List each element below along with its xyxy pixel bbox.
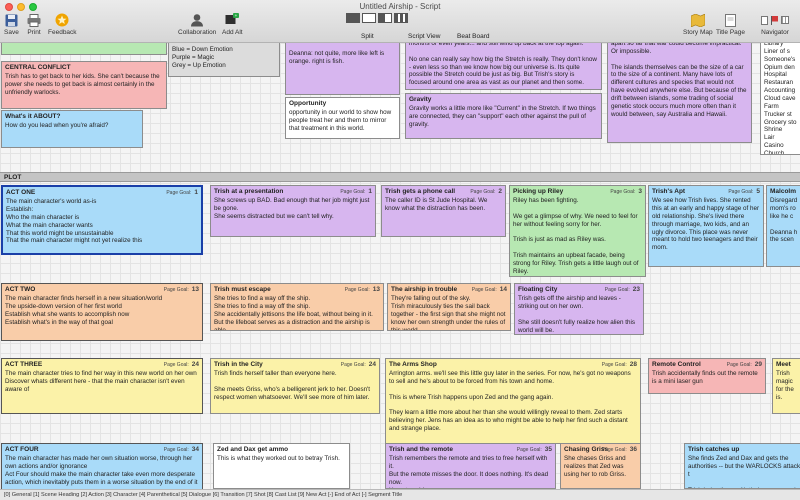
scene-card[interactable]: Trish and the remote Page Goal:35 Trish … xyxy=(385,443,556,489)
person-icon xyxy=(190,13,204,27)
split-view-icon[interactable] xyxy=(346,13,360,23)
minimize-window-button[interactable] xyxy=(17,3,25,11)
page-goal: Page Goal:34 xyxy=(163,446,199,453)
page-goal: Page Goal:5 xyxy=(728,188,760,195)
act-card-one[interactable]: ACT ONE Page Goal:1 The main character's… xyxy=(1,185,203,255)
window-title: Untitled Airship - Script xyxy=(359,2,441,11)
grid-icon xyxy=(781,16,789,24)
page-goal: Page Goal:2 xyxy=(470,188,502,195)
beat-board-canvas[interactable]: Blue = Down Emotion Purple = Magic Grey … xyxy=(0,43,800,489)
islands-card[interactable]: apart so far that war could become impra… xyxy=(607,43,752,143)
navigator-button[interactable]: Navigator xyxy=(755,13,795,36)
side-by-side-icon[interactable] xyxy=(378,13,392,23)
star-badge-icon xyxy=(55,13,69,27)
scene-card[interactable]: Malcolm Disregard mom's ro like he c Dea… xyxy=(766,185,800,267)
scene-card[interactable]: Trish gets a phone call Page Goal:2 The … xyxy=(381,185,506,237)
page-goal: Page Goal:1 xyxy=(166,189,198,196)
page-goal: Page Goal:36 xyxy=(601,446,637,453)
zoom-window-button[interactable] xyxy=(29,3,37,11)
script-view-icon[interactable] xyxy=(362,13,376,23)
places-list-card[interactable]: Library Liner of s Someone's Opium den H… xyxy=(760,43,800,155)
note-card-green[interactable] xyxy=(1,43,167,55)
navigator-icons xyxy=(755,13,795,27)
collaboration-button[interactable]: Collaboration xyxy=(178,13,216,36)
scene-card[interactable]: Remote Control Page Goal:29 Trish accide… xyxy=(648,358,766,394)
scene-card[interactable]: The Arms Shop Page Goal:28 Arrington arm… xyxy=(385,358,641,444)
scene-card[interactable]: Picking up Riley Page Goal:3 Riley has b… xyxy=(509,185,646,277)
act-card-four[interactable]: ACT FOUR Page Goal:34 The main character… xyxy=(1,443,203,489)
page-icon xyxy=(761,15,768,25)
act-card-two[interactable]: ACT TWO Page Goal:13 The main character … xyxy=(1,283,203,341)
scene-card[interactable]: Floating City Page Goal:23 Trish gets of… xyxy=(514,283,644,335)
central-conflict-card[interactable]: CENTRAL CONFLICT Trish has to get back t… xyxy=(1,61,167,109)
view-segmented-control xyxy=(346,13,408,23)
beat-board-view-icon[interactable] xyxy=(394,13,408,23)
print-button[interactable]: Print xyxy=(27,13,41,36)
scene-card[interactable]: Trish catches up She finds Zed and Dax a… xyxy=(684,443,800,489)
page-goal: Page Goal:24 xyxy=(340,361,376,368)
page-goal: Page Goal:23 xyxy=(604,286,640,293)
svg-text:+: + xyxy=(235,13,238,18)
split-label[interactable]: Split xyxy=(361,33,374,40)
page-goal: Page Goal:3 xyxy=(610,188,642,195)
add-alt-button[interactable]: + Add Alt xyxy=(222,13,243,36)
act-card-three[interactable]: ACT THREE Page Goal:24 The main characte… xyxy=(1,358,203,414)
beat-board-label[interactable]: Beat Board xyxy=(457,33,490,40)
document-icon xyxy=(724,13,738,27)
gravity-card[interactable]: Gravity Gravity works a little more like… xyxy=(405,93,602,139)
story-map-button[interactable]: Story Map xyxy=(683,13,713,36)
scene-card[interactable]: Trish in the City Page Goal:24 Trish fin… xyxy=(210,358,380,414)
save-button[interactable]: Save xyxy=(4,13,19,36)
floppy-disk-icon xyxy=(4,13,18,27)
scene-card[interactable]: Trish must escape Page Goal:13 She tries… xyxy=(210,283,384,331)
add-alt-icon: + xyxy=(225,13,240,27)
deanna-note-card[interactable]: Deanna: not quite, more like left is ora… xyxy=(285,43,400,95)
window-controls xyxy=(5,3,37,11)
page-goal: Page Goal:29 xyxy=(726,361,762,368)
map-icon xyxy=(690,13,705,27)
script-view-label[interactable]: Script View xyxy=(408,33,441,40)
page-goal: Page Goal:24 xyxy=(163,361,199,368)
close-window-button[interactable] xyxy=(5,3,13,11)
page-goal: Page Goal:35 xyxy=(516,446,552,453)
page-goal: Page Goal:14 xyxy=(471,286,507,293)
scene-card[interactable]: The airship in trouble Page Goal:14 They… xyxy=(387,283,511,331)
printer-icon xyxy=(27,13,41,27)
whats-it-about-card[interactable]: What's it ABOUT? How do you lead when yo… xyxy=(1,110,143,148)
element-shortcuts-bar: [0] General [1] Scene Heading [2] Action… xyxy=(0,489,800,500)
scene-card[interactable]: Trish at a presentation Page Goal:1 She … xyxy=(210,185,376,237)
feedback-button[interactable]: Feedback xyxy=(48,13,77,36)
flag-icon xyxy=(771,15,778,25)
legend-card[interactable]: Blue = Down Emotion Purple = Magic Grey … xyxy=(168,43,280,77)
stretch-card[interactable]: months or even years... and still wind u… xyxy=(405,43,602,90)
page-goal: Page Goal:13 xyxy=(163,286,199,293)
title-page-button[interactable]: Title Page xyxy=(716,13,745,36)
page-goal: Page Goal:28 xyxy=(601,361,637,368)
scene-card[interactable]: Zed and Dax get ammo This is what they w… xyxy=(213,443,350,489)
window-toolbar: Untitled Airship - Script Save Print Fee… xyxy=(0,0,800,43)
scene-card[interactable]: Meet Trish magic for the is. xyxy=(772,358,800,414)
scene-card[interactable]: Trish's Apt Page Goal:5 We see how Trish… xyxy=(648,185,764,267)
page-goal: Page Goal:13 xyxy=(344,286,380,293)
opportunity-card[interactable]: Opportunity opportunity in our world to … xyxy=(285,97,400,139)
page-goal: Page Goal:1 xyxy=(340,188,372,195)
scene-card[interactable]: Chasing Griss Page Goal:36 She chases Gr… xyxy=(560,443,641,489)
plot-section-header[interactable]: PLOT xyxy=(0,172,800,182)
